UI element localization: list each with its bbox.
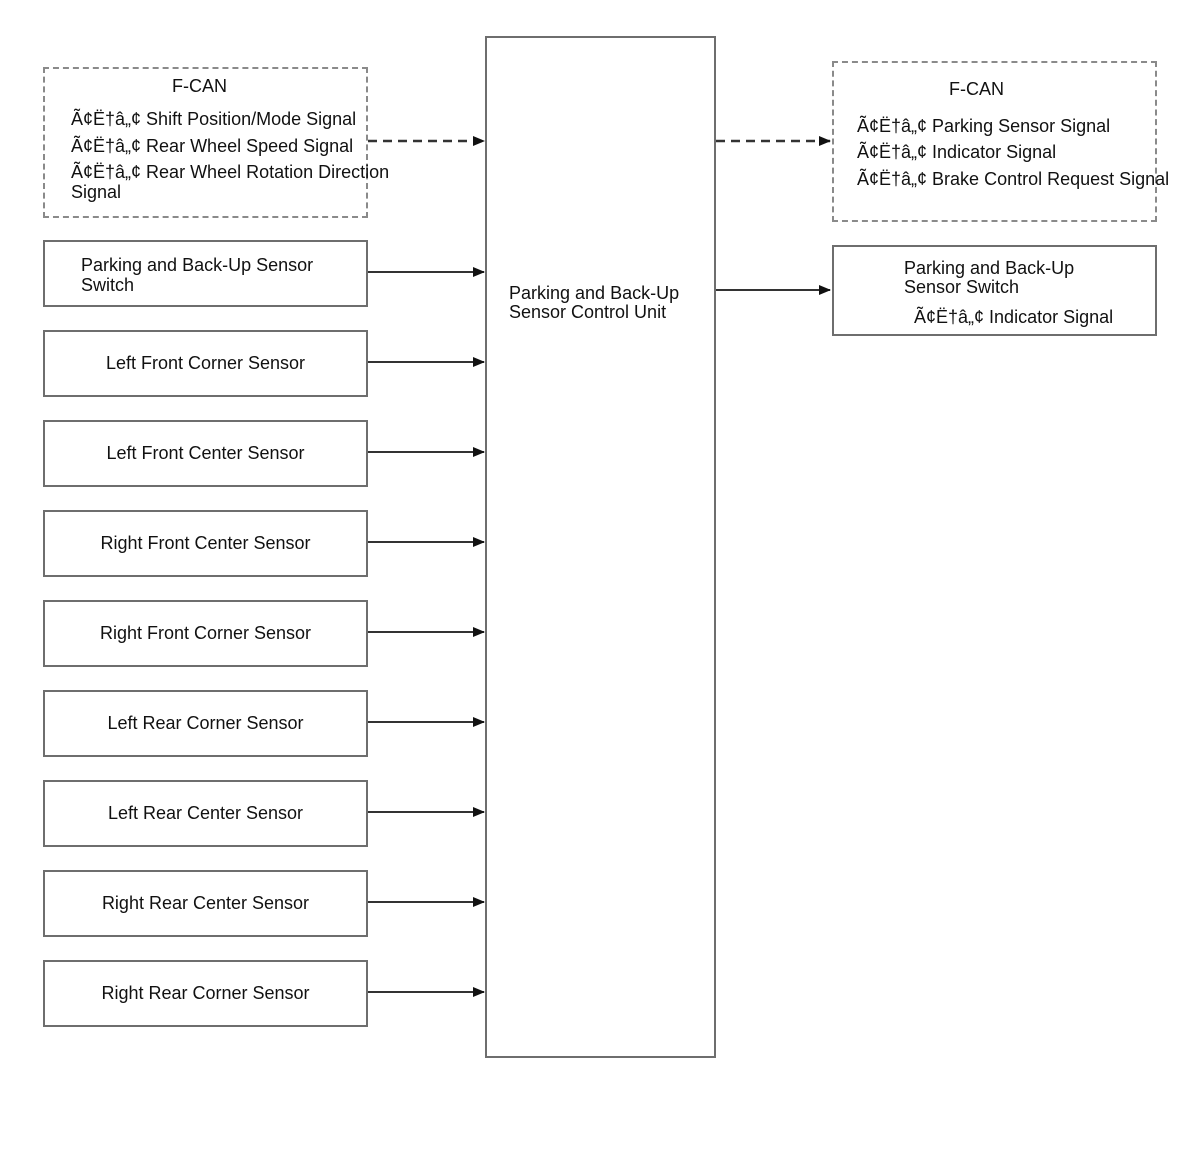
sensor-label: Right Front Corner Sensor xyxy=(99,623,312,643)
sensor-label: Left Rear Center Sensor xyxy=(107,803,304,823)
sensor-box: Right Front Center Sensor xyxy=(43,510,368,577)
switch-input-label-line1: Parking and Back-Up Sensor xyxy=(81,255,314,275)
sensor-label: Left Front Corner Sensor xyxy=(105,353,306,373)
fcan-input-signal: Ã¢Ë†â„¢ Rear Wheel Rotation Direction xyxy=(71,162,390,182)
sensor-label: Right Rear Center Sensor xyxy=(101,893,310,913)
sensor-box: Left Front Corner Sensor xyxy=(43,330,368,397)
fcan-output-signal: Ã¢Ë†â„¢ Parking Sensor Signal xyxy=(857,116,1111,136)
control-unit-box xyxy=(485,36,716,1058)
control-unit-label-line1: Parking and Back-Up xyxy=(509,283,680,303)
sensor-box: Right Rear Corner Sensor xyxy=(43,960,368,1027)
switch-output-label-line1: Parking and Back-Up xyxy=(904,258,1075,278)
sensor-box: Left Front Center Sensor xyxy=(43,420,368,487)
fcan-output-signal: Ã¢Ë†â„¢ Indicator Signal xyxy=(857,142,1057,162)
fcan-input-signal-cont: Signal xyxy=(71,182,122,202)
sensor-box: Left Rear Corner Sensor xyxy=(43,690,368,757)
switch-input-label-line2: Switch xyxy=(81,275,135,295)
sensor-label: Right Rear Corner Sensor xyxy=(101,983,310,1003)
fcan-output-box xyxy=(832,61,1157,222)
sensor-label: Left Rear Corner Sensor xyxy=(107,713,304,733)
sensor-box: Right Front Corner Sensor xyxy=(43,600,368,667)
fcan-input-title: F-CAN xyxy=(172,76,227,96)
sensor-box: Left Rear Center Sensor xyxy=(43,780,368,847)
sensor-box: Right Rear Center Sensor xyxy=(43,870,368,937)
fcan-output-signal: Ã¢Ë†â„¢ Brake Control Request Signal xyxy=(857,169,1170,189)
switch-input-box xyxy=(43,240,368,307)
switch-output-box xyxy=(832,245,1157,336)
sensor-label: Right Front Center Sensor xyxy=(100,533,311,553)
control-unit-label-line2: Sensor Control Unit xyxy=(509,302,667,322)
fcan-input-signal: Ã¢Ë†â„¢ Rear Wheel Speed Signal xyxy=(71,136,354,156)
fcan-input-signal: Ã¢Ë†â„¢ Shift Position/Mode Signal xyxy=(71,109,357,129)
switch-output-signal: Ã¢Ë†â„¢ Indicator Signal xyxy=(914,307,1114,327)
fcan-output-title: F-CAN xyxy=(949,79,1004,99)
fcan-input-box xyxy=(43,67,368,218)
sensor-label: Left Front Center Sensor xyxy=(106,443,305,463)
switch-output-label-line2: Sensor Switch xyxy=(904,277,1020,297)
